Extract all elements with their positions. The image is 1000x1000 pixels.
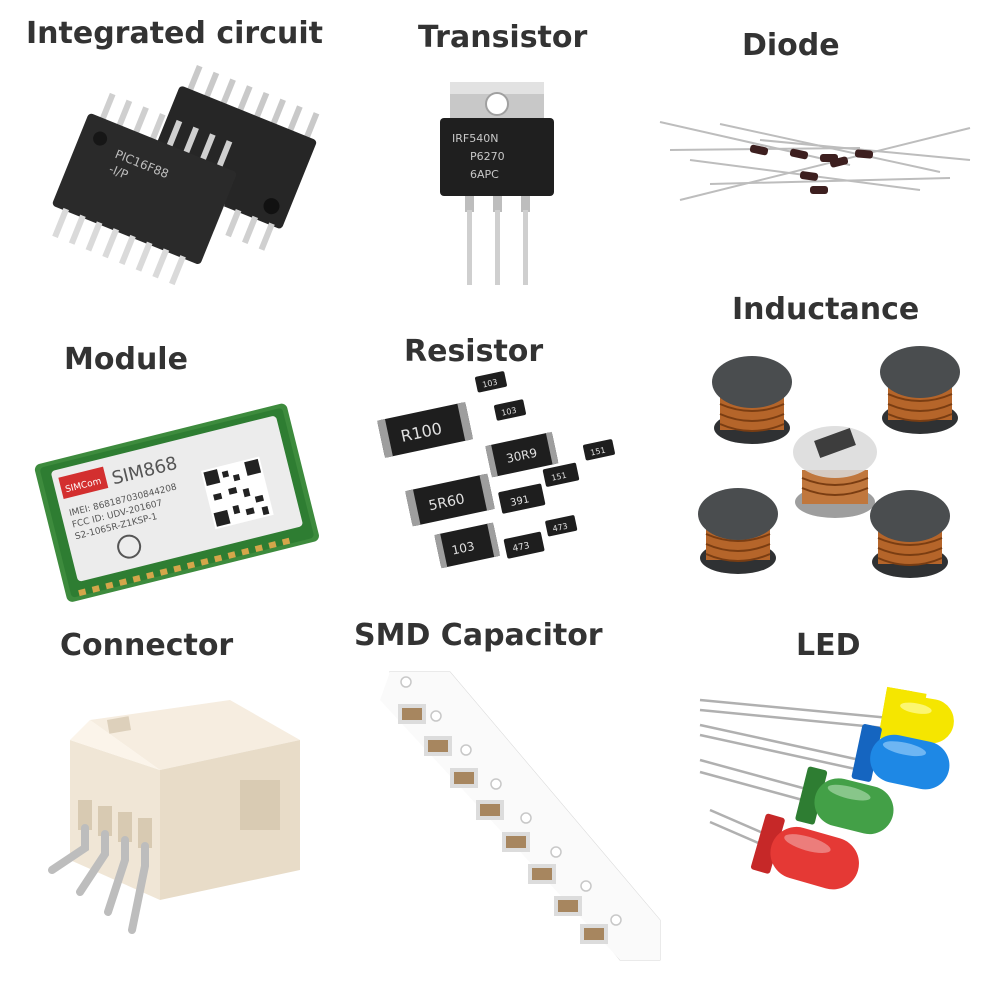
transistor-marking-1: IRF540N (452, 132, 498, 145)
diode-cell: Diode (659, 0, 1000, 300)
transistor-image: IRF540N P6270 6APC (440, 82, 554, 285)
ic-image: PIC16F88 -I/P (52, 64, 320, 286)
led-label: LED (796, 628, 861, 663)
resistor-151b: 151 (590, 446, 607, 458)
transistor-marking-3: 6APC (470, 168, 499, 181)
ic-marking-2: -I/P (107, 162, 130, 182)
inductance-image (698, 346, 960, 578)
diode-label: Diode (742, 28, 840, 63)
resistor-103b: 103 (482, 378, 499, 390)
inductance-label: Inductance (732, 292, 920, 327)
resistor-391: 391 (509, 494, 530, 509)
module-label: Module (64, 342, 188, 377)
inductance-cell: Inductance (670, 292, 1000, 610)
resistor-5r60: 5R60 (427, 491, 466, 514)
transistor-cell: Transistor IRF540N P6270 6APC (330, 0, 670, 320)
ic-cell: Integrated circuit (0, 0, 330, 320)
resistor-cell: Resistor R100 5R60 103 30R9 (340, 320, 670, 620)
resistor-103: 103 (451, 539, 476, 557)
smd-capacitor-label: SMD Capacitor (354, 618, 603, 653)
connector-cell: Connector (0, 620, 340, 1000)
module-cell: Module SIMCom SIM868 IMEI: 8681870308442… (0, 320, 340, 620)
module-image: SIMCom SIM868 IMEI: 868187030844208 FCC … (34, 403, 319, 602)
diode-image (659, 121, 971, 201)
ic-label: Integrated circuit (26, 16, 323, 51)
led-image (699, 686, 954, 890)
transistor-label: Transistor (418, 20, 588, 55)
resistor-label: Resistor (404, 334, 544, 369)
connector-label: Connector (60, 628, 234, 663)
smd-capacitor-cell: SMD Capacitor (340, 618, 670, 1000)
resistor-30r9: 30R9 (505, 446, 538, 466)
smd-capacitor-image (380, 671, 661, 961)
resistor-473b: 473 (552, 522, 569, 534)
resistor-151a: 151 (551, 471, 568, 483)
led-cell: LED (670, 610, 1000, 1000)
resistor-473: 473 (512, 541, 531, 554)
resistor-103c: 103 (501, 406, 518, 418)
connector-image (48, 700, 300, 934)
resistor-image: R100 5R60 103 30R9 391 (377, 371, 615, 569)
transistor-marking-2: P6270 (470, 150, 505, 163)
